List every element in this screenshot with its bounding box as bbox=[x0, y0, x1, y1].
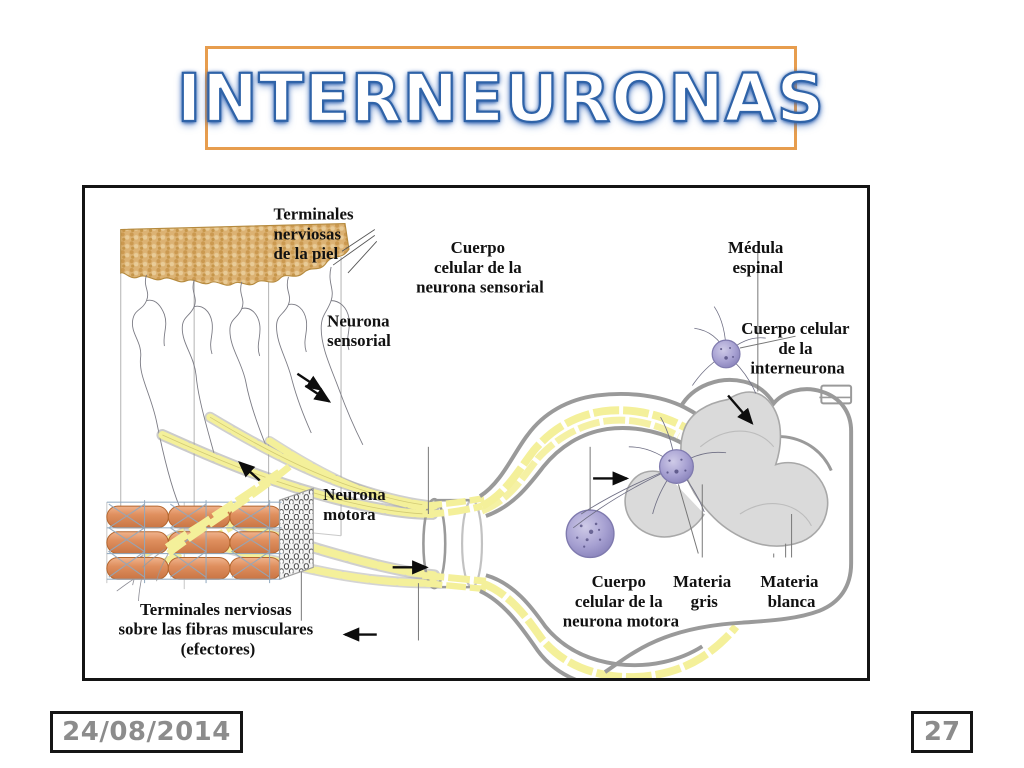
label-line: Cuerpo bbox=[592, 572, 646, 591]
dorsal-root-ganglion bbox=[565, 446, 615, 559]
label-materia-blanca: Materia blanca bbox=[760, 572, 822, 611]
white-matter bbox=[603, 378, 854, 674]
reflex-arc-diagram: Terminales nerviosas de la piel Neurona … bbox=[82, 185, 870, 681]
label-line: (efectores) bbox=[181, 639, 256, 658]
footer-date: 24/08/2014 bbox=[50, 711, 243, 753]
spinal-cord bbox=[478, 378, 854, 678]
arrow-skin-down bbox=[296, 372, 324, 391]
label-line: nerviosas bbox=[274, 224, 342, 243]
arrow-interneuron bbox=[727, 394, 754, 425]
label-line: Cuerpo celular bbox=[741, 319, 850, 338]
interneuron-body bbox=[692, 306, 796, 394]
label-line: Cuerpo bbox=[451, 238, 505, 257]
label-line: Neurona bbox=[327, 311, 390, 330]
footer-page-number: 27 bbox=[911, 711, 973, 753]
leader-interneurona bbox=[739, 335, 796, 349]
label-neurona-motora: Neurona motora bbox=[323, 485, 390, 524]
label-cuerpo-interneurona: Cuerpo celular de la interneurona bbox=[741, 319, 853, 377]
label-line: Materia bbox=[673, 572, 732, 591]
label-line: sobre las fibras musculares bbox=[118, 620, 313, 639]
label-cuerpo-sensorial: Cuerpo celular de la neurona sensorial bbox=[416, 238, 544, 296]
leader-terminales-piel bbox=[332, 229, 378, 274]
label-line: neurona motora bbox=[563, 612, 680, 631]
label-cuerpo-motora: Cuerpo celular de la neurona motora bbox=[563, 572, 680, 630]
muscle-fibers bbox=[106, 463, 314, 590]
label-terminales-musculo: Terminales nerviosas sobre las fibras mu… bbox=[118, 600, 317, 658]
arrow-skin-down-2 bbox=[304, 384, 332, 403]
skin-block bbox=[120, 223, 378, 537]
label-materia-gris: Materia gris bbox=[673, 572, 735, 611]
label-line: blanca bbox=[768, 592, 816, 611]
arrow-to-muscle bbox=[238, 461, 261, 482]
label-line: sensorial bbox=[327, 331, 391, 350]
slide-title-box: INTERNEURONAS bbox=[176, 46, 826, 150]
label-line: espinal bbox=[733, 258, 784, 277]
skin-nerve-endings bbox=[132, 266, 364, 507]
label-line: motora bbox=[323, 505, 376, 524]
label-line: celular de la bbox=[575, 592, 663, 611]
motor-neuron-body bbox=[572, 416, 727, 554]
label-line: Neurona bbox=[323, 485, 386, 504]
label-neurona-sensorial: Neurona sensorial bbox=[327, 311, 394, 350]
label-terminales-piel: Terminales nerviosas de la piel bbox=[274, 205, 358, 263]
label-medula-espinal: Médula espinal bbox=[728, 238, 788, 277]
direction-arrows bbox=[238, 372, 754, 642]
reflex-arc-svg: Terminales nerviosas de la piel Neurona … bbox=[106, 205, 854, 678]
label-line: interneurona bbox=[750, 359, 845, 378]
nerve-trunk bbox=[422, 495, 487, 593]
page-title: INTERNEURONAS bbox=[176, 58, 826, 137]
label-line: celular de la bbox=[434, 258, 522, 277]
label-line: Médula bbox=[728, 238, 784, 257]
label-line: gris bbox=[691, 592, 719, 611]
label-line: neurona sensorial bbox=[416, 278, 544, 297]
diagram-labels: Terminales nerviosas de la piel Neurona … bbox=[118, 205, 853, 659]
label-line: Terminales bbox=[274, 205, 354, 224]
label-line: de la piel bbox=[274, 244, 339, 263]
label-line: de la bbox=[778, 339, 813, 358]
leader-cuerpo-motora bbox=[677, 484, 699, 554]
sensory-axon bbox=[156, 411, 440, 520]
label-line: Materia bbox=[760, 572, 819, 591]
gray-matter bbox=[680, 391, 829, 547]
label-line: Terminales nerviosas bbox=[140, 600, 292, 619]
